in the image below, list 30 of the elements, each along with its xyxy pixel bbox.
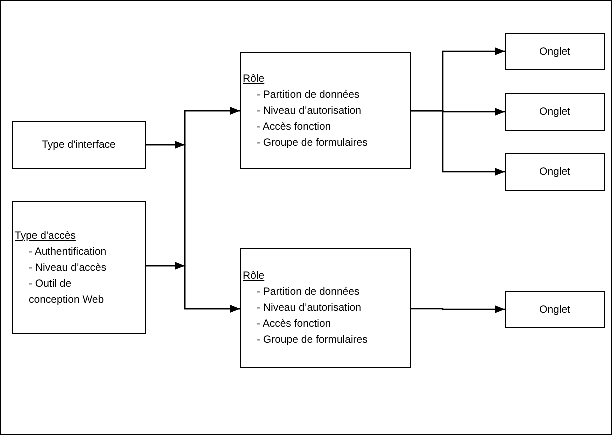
process-box [505, 33, 605, 70]
list-item: - Accès fonction [256, 120, 332, 134]
process-box [505, 291, 605, 328]
list-item: - Niveau d’autorisation [256, 301, 362, 316]
process-box [12, 121, 146, 169]
list-item: - Niveau d’autorisation [256, 104, 362, 118]
arrow [411, 306, 505, 314]
list-item: - Partition de données [256, 285, 361, 300]
arrow [411, 110, 505, 176]
box-heading: Type d'accès [14, 228, 77, 244]
list-item: - Outil de conception Web [28, 276, 106, 308]
list-box [240, 52, 411, 169]
list-item: - Authentification [28, 244, 108, 260]
list-box [240, 248, 411, 368]
process-box [505, 153, 605, 191]
box-heading: Rôle [242, 269, 266, 284]
box-label: Onglet [540, 165, 570, 180]
list-item: - Accès fonction [256, 317, 332, 332]
list-item: - Groupe de formulaires [256, 136, 369, 150]
box-label: Onglet [540, 44, 570, 60]
box-label: Onglet [540, 302, 570, 318]
list-item: - Groupe de formulaires [256, 333, 369, 348]
box-label: Type d'interface [42, 138, 116, 153]
process-box [505, 93, 605, 131]
list-item: - Partition de données [256, 88, 361, 102]
list-box [12, 201, 146, 334]
box-label: Onglet [540, 105, 570, 120]
list-item: - Niveau d’accès [28, 260, 108, 276]
arrow [146, 265, 240, 313]
box-heading: Rôle [242, 72, 266, 86]
